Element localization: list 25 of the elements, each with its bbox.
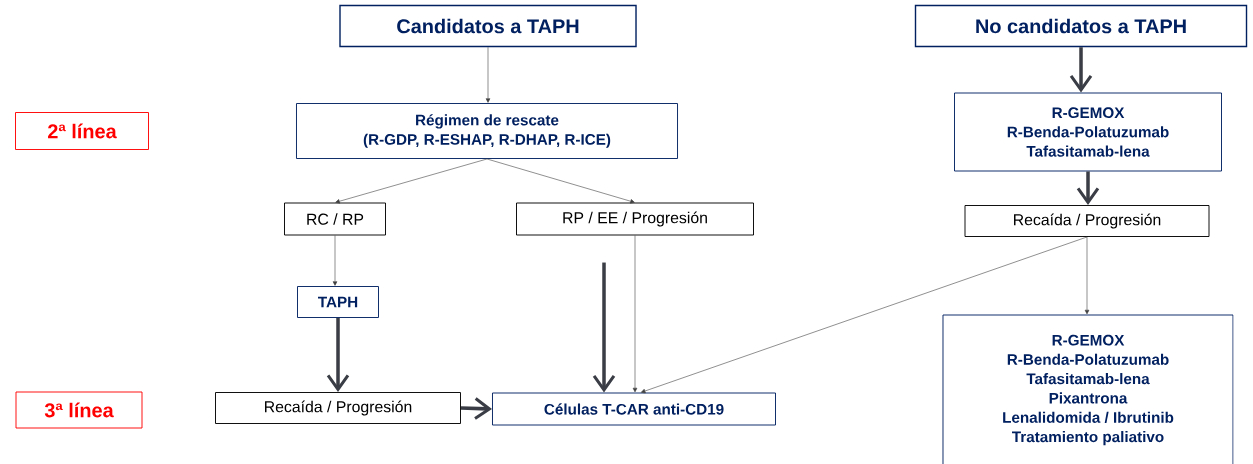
arrow (641, 236, 1088, 394)
process-box: Recaída / Progresión (964, 205, 1210, 237)
arrow (1069, 47, 1093, 93)
process-box: R-GEMOX R-Benda-Polatuzumab Tafasitamab-lena (954, 92, 1222, 172)
arrow (592, 262, 616, 393)
arrow (1084, 236, 1090, 315)
arrow (1076, 171, 1100, 206)
process-box: Régimen de rescate (R-GDP, R-ESHAP, R-DHAP, R-ICE) (296, 103, 678, 159)
arrow (335, 158, 488, 204)
process-box: TAPH (297, 286, 379, 318)
process-box: RC / RP (284, 202, 386, 236)
process-box: Células T-CAR anti-CD19 (492, 392, 776, 426)
process-box: RP / EE / Progresión (516, 202, 754, 236)
arrow (486, 158, 635, 204)
line-label-box: 2ª línea (15, 112, 149, 150)
line-label-box: 3ª línea (15, 391, 143, 429)
arrow (485, 46, 491, 103)
title-box: Candidatos a TAPH (339, 4, 637, 48)
title-box: No candidatos a TAPH (914, 4, 1248, 48)
process-box: Recaída / Progresión (215, 392, 461, 424)
arrow (632, 235, 638, 393)
process-box: R-GEMOX R-Benda-Polatuzumab Tafasitamab-lena Pixantrona Lenalidomida / Ibrutinib Tratamiento paliativo (942, 314, 1234, 464)
arrow (332, 235, 338, 286)
arrow (326, 317, 350, 393)
arrow (460, 397, 493, 420)
